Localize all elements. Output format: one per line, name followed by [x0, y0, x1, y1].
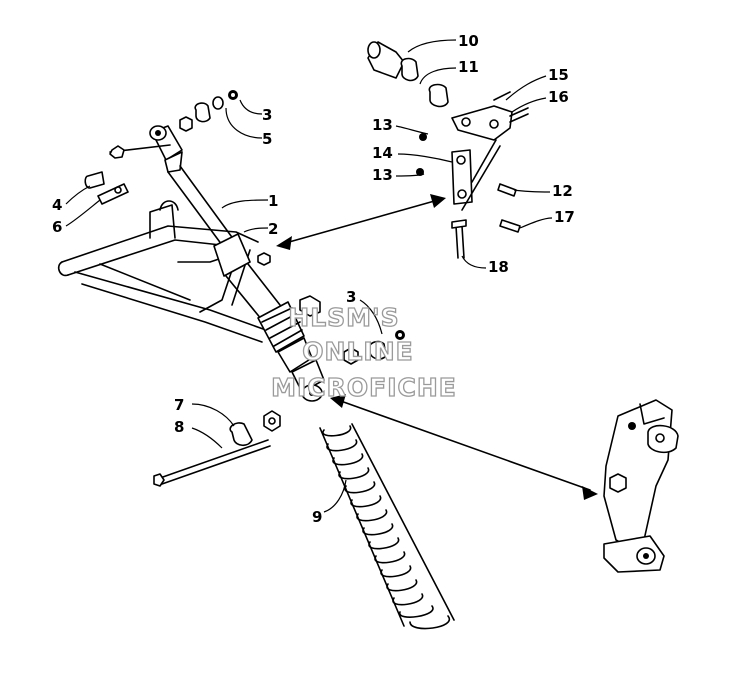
callout-8: 8	[174, 418, 184, 436]
callout-13-upper: 13	[372, 116, 393, 134]
callout-7: 7	[174, 396, 184, 414]
callout-3-lower: 3	[346, 288, 356, 306]
callout-11: 11	[458, 58, 479, 76]
watermark-line-2: ONLINE	[302, 337, 413, 366]
watermark-line-1: HLSM'S	[288, 303, 399, 332]
watermark: HLSM'S ONLINE MICROFICHE	[270, 302, 457, 402]
upper-mount	[84, 90, 238, 205]
callout-5: 5	[262, 130, 272, 148]
callout-13-lower: 13	[372, 166, 393, 184]
callouts: 1 2 3 3 4 5 6 7 8 9 10 11 12 13 13 14 15…	[52, 32, 575, 526]
lower-mount	[153, 330, 405, 487]
callout-15: 15	[548, 66, 569, 84]
chassis-bracket	[603, 399, 679, 573]
reference-arrows	[276, 194, 598, 500]
a-arm	[57, 200, 267, 343]
callout-17: 17	[554, 208, 575, 226]
callout-14: 14	[372, 144, 393, 162]
callout-10: 10	[458, 32, 479, 50]
watermark-line-3: MICROFICHE	[271, 373, 457, 402]
callout-18: 18	[488, 258, 509, 276]
callout-12: 12	[552, 182, 573, 200]
callout-4: 4	[52, 196, 62, 214]
leader-lines	[65, 39, 553, 513]
linkage-assembly	[367, 41, 529, 259]
callout-1: 1	[268, 192, 278, 210]
coil-spring	[319, 423, 455, 630]
callout-2: 2	[268, 220, 278, 238]
shock-absorber	[167, 165, 325, 402]
callout-9: 9	[312, 508, 322, 526]
callout-6: 6	[52, 218, 62, 236]
callout-16: 16	[548, 88, 569, 106]
callout-3-upper: 3	[262, 106, 272, 124]
